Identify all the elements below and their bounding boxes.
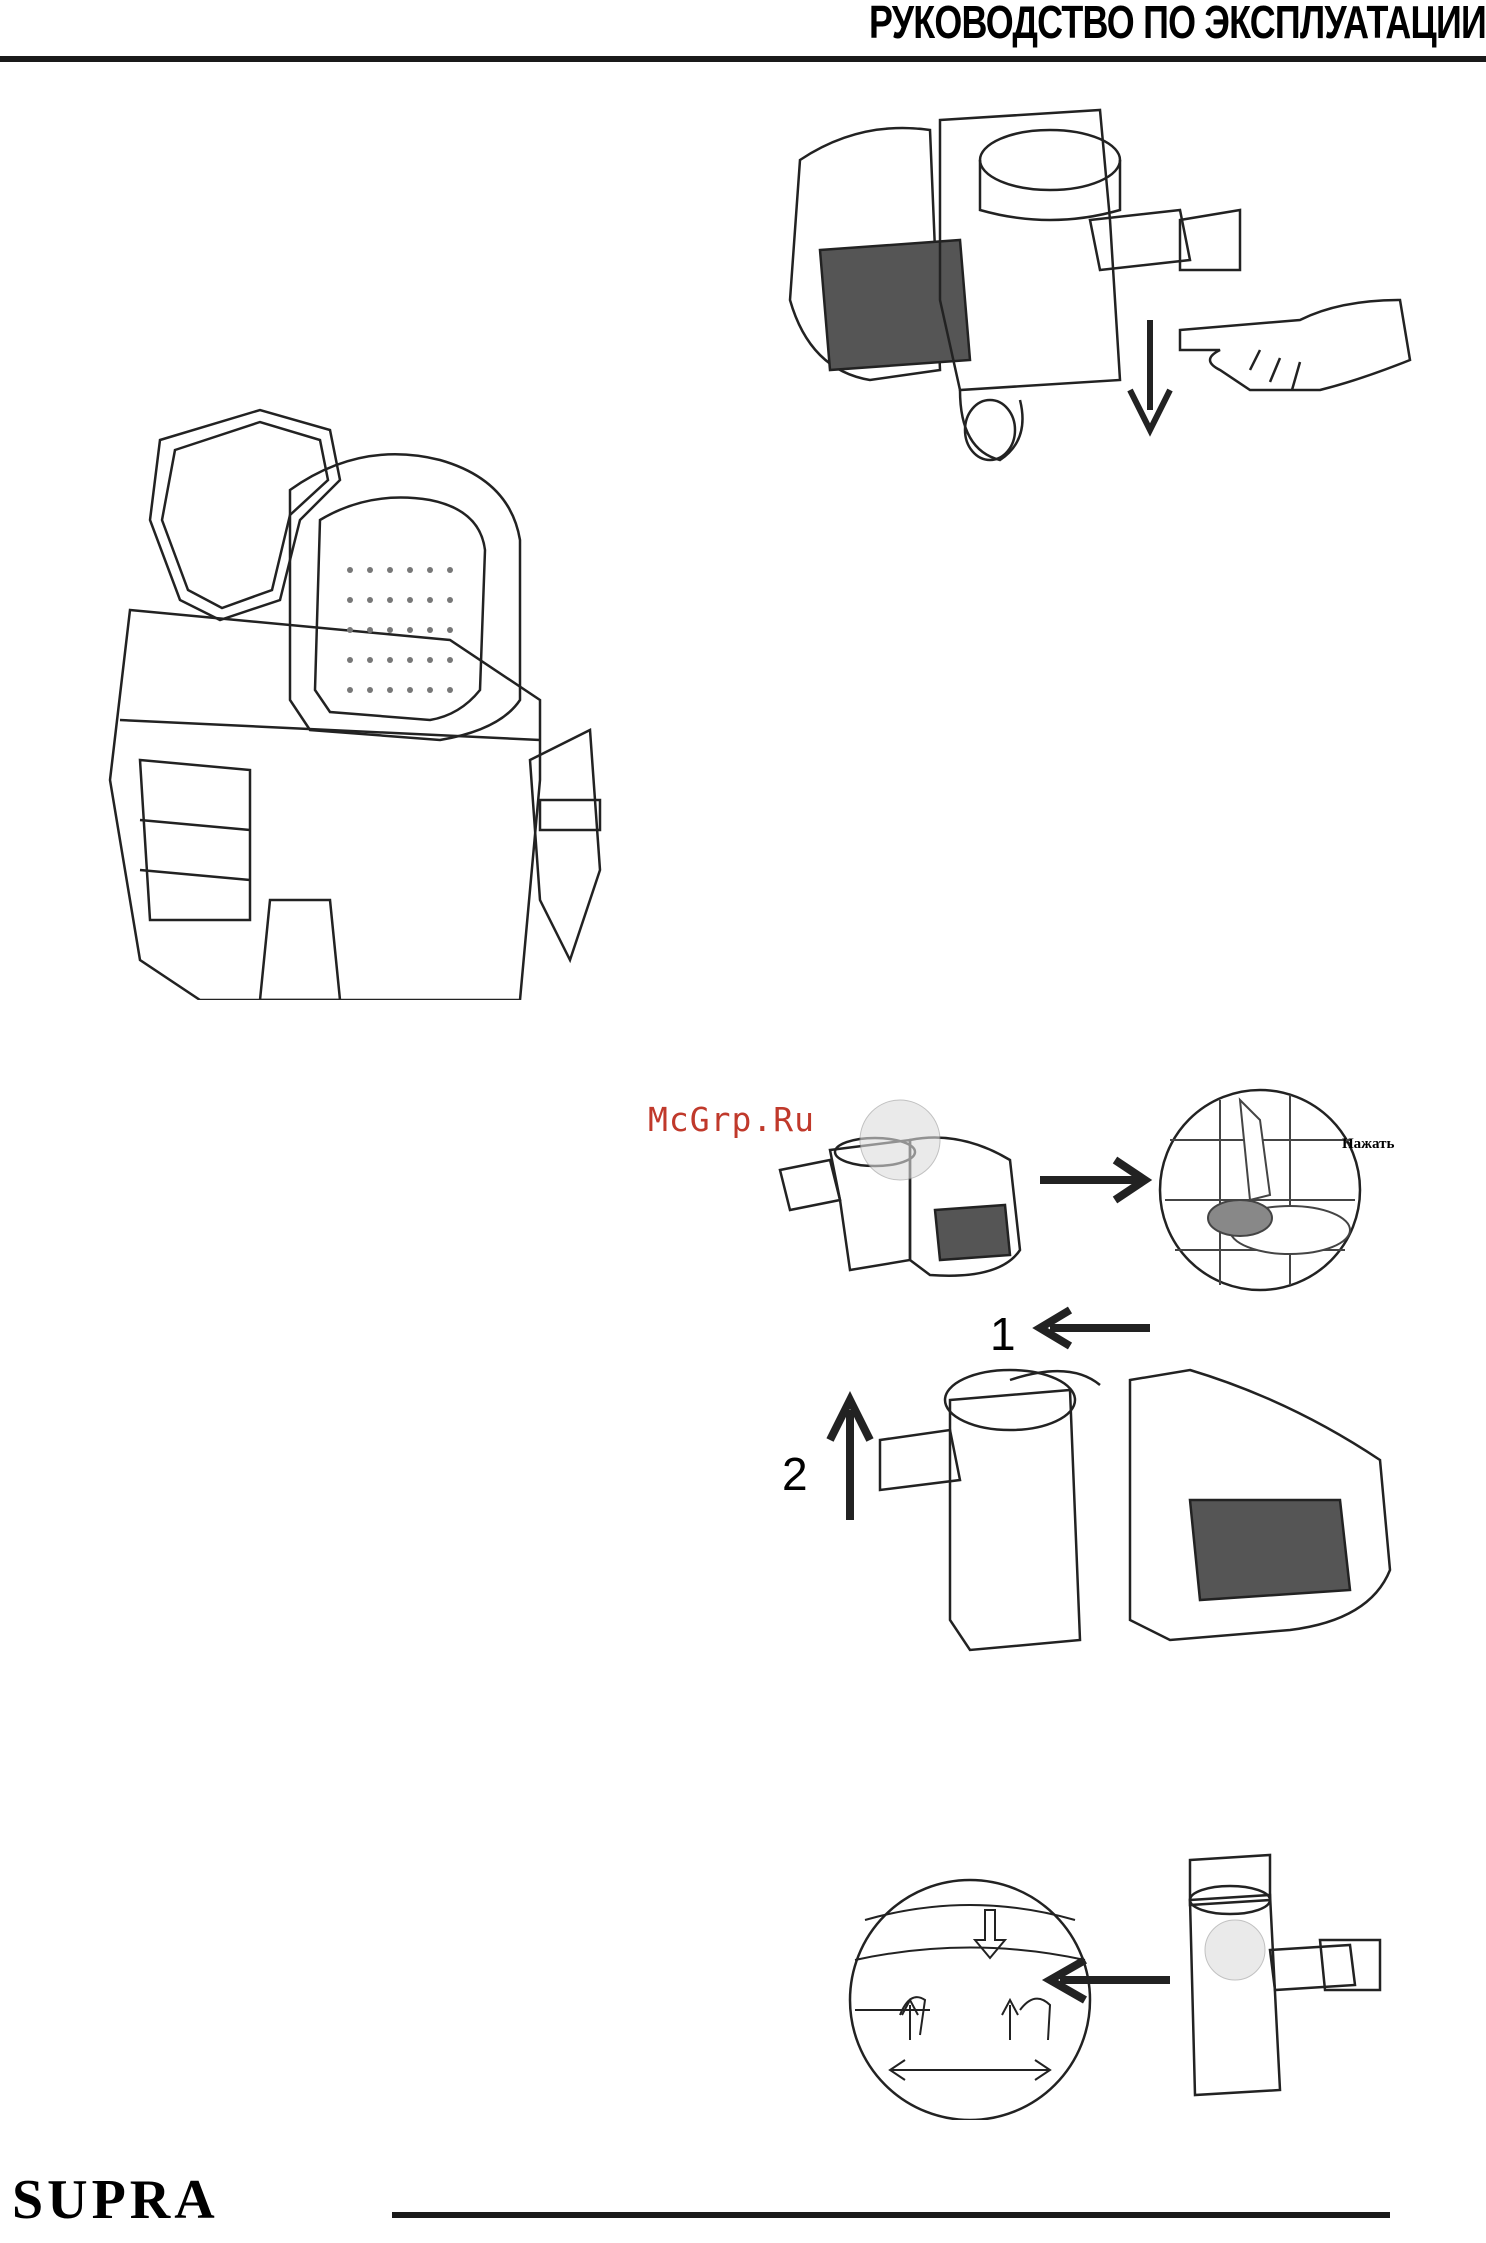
figure-vacuum-body-filter: [100, 400, 640, 1000]
label-press: Нажать: [1342, 1136, 1395, 1152]
figure-reattach-alignment: [780, 1840, 1420, 2120]
figure-press-and-detach: Нажать 1 2: [770, 1060, 1430, 1700]
figure-release-dustbin: [780, 100, 1430, 520]
page-header-title: РУКОВОДСТВО ПО ЭКСПЛУАТАЦИИ: [869, 0, 1486, 44]
step-2-number: 2: [782, 1448, 808, 1500]
footer-brand-logo: SUPRA: [12, 2174, 219, 2226]
header-rule: [0, 56, 1486, 62]
step-1-number: 1: [990, 1308, 1016, 1360]
footer-rule: [392, 2212, 1390, 2218]
